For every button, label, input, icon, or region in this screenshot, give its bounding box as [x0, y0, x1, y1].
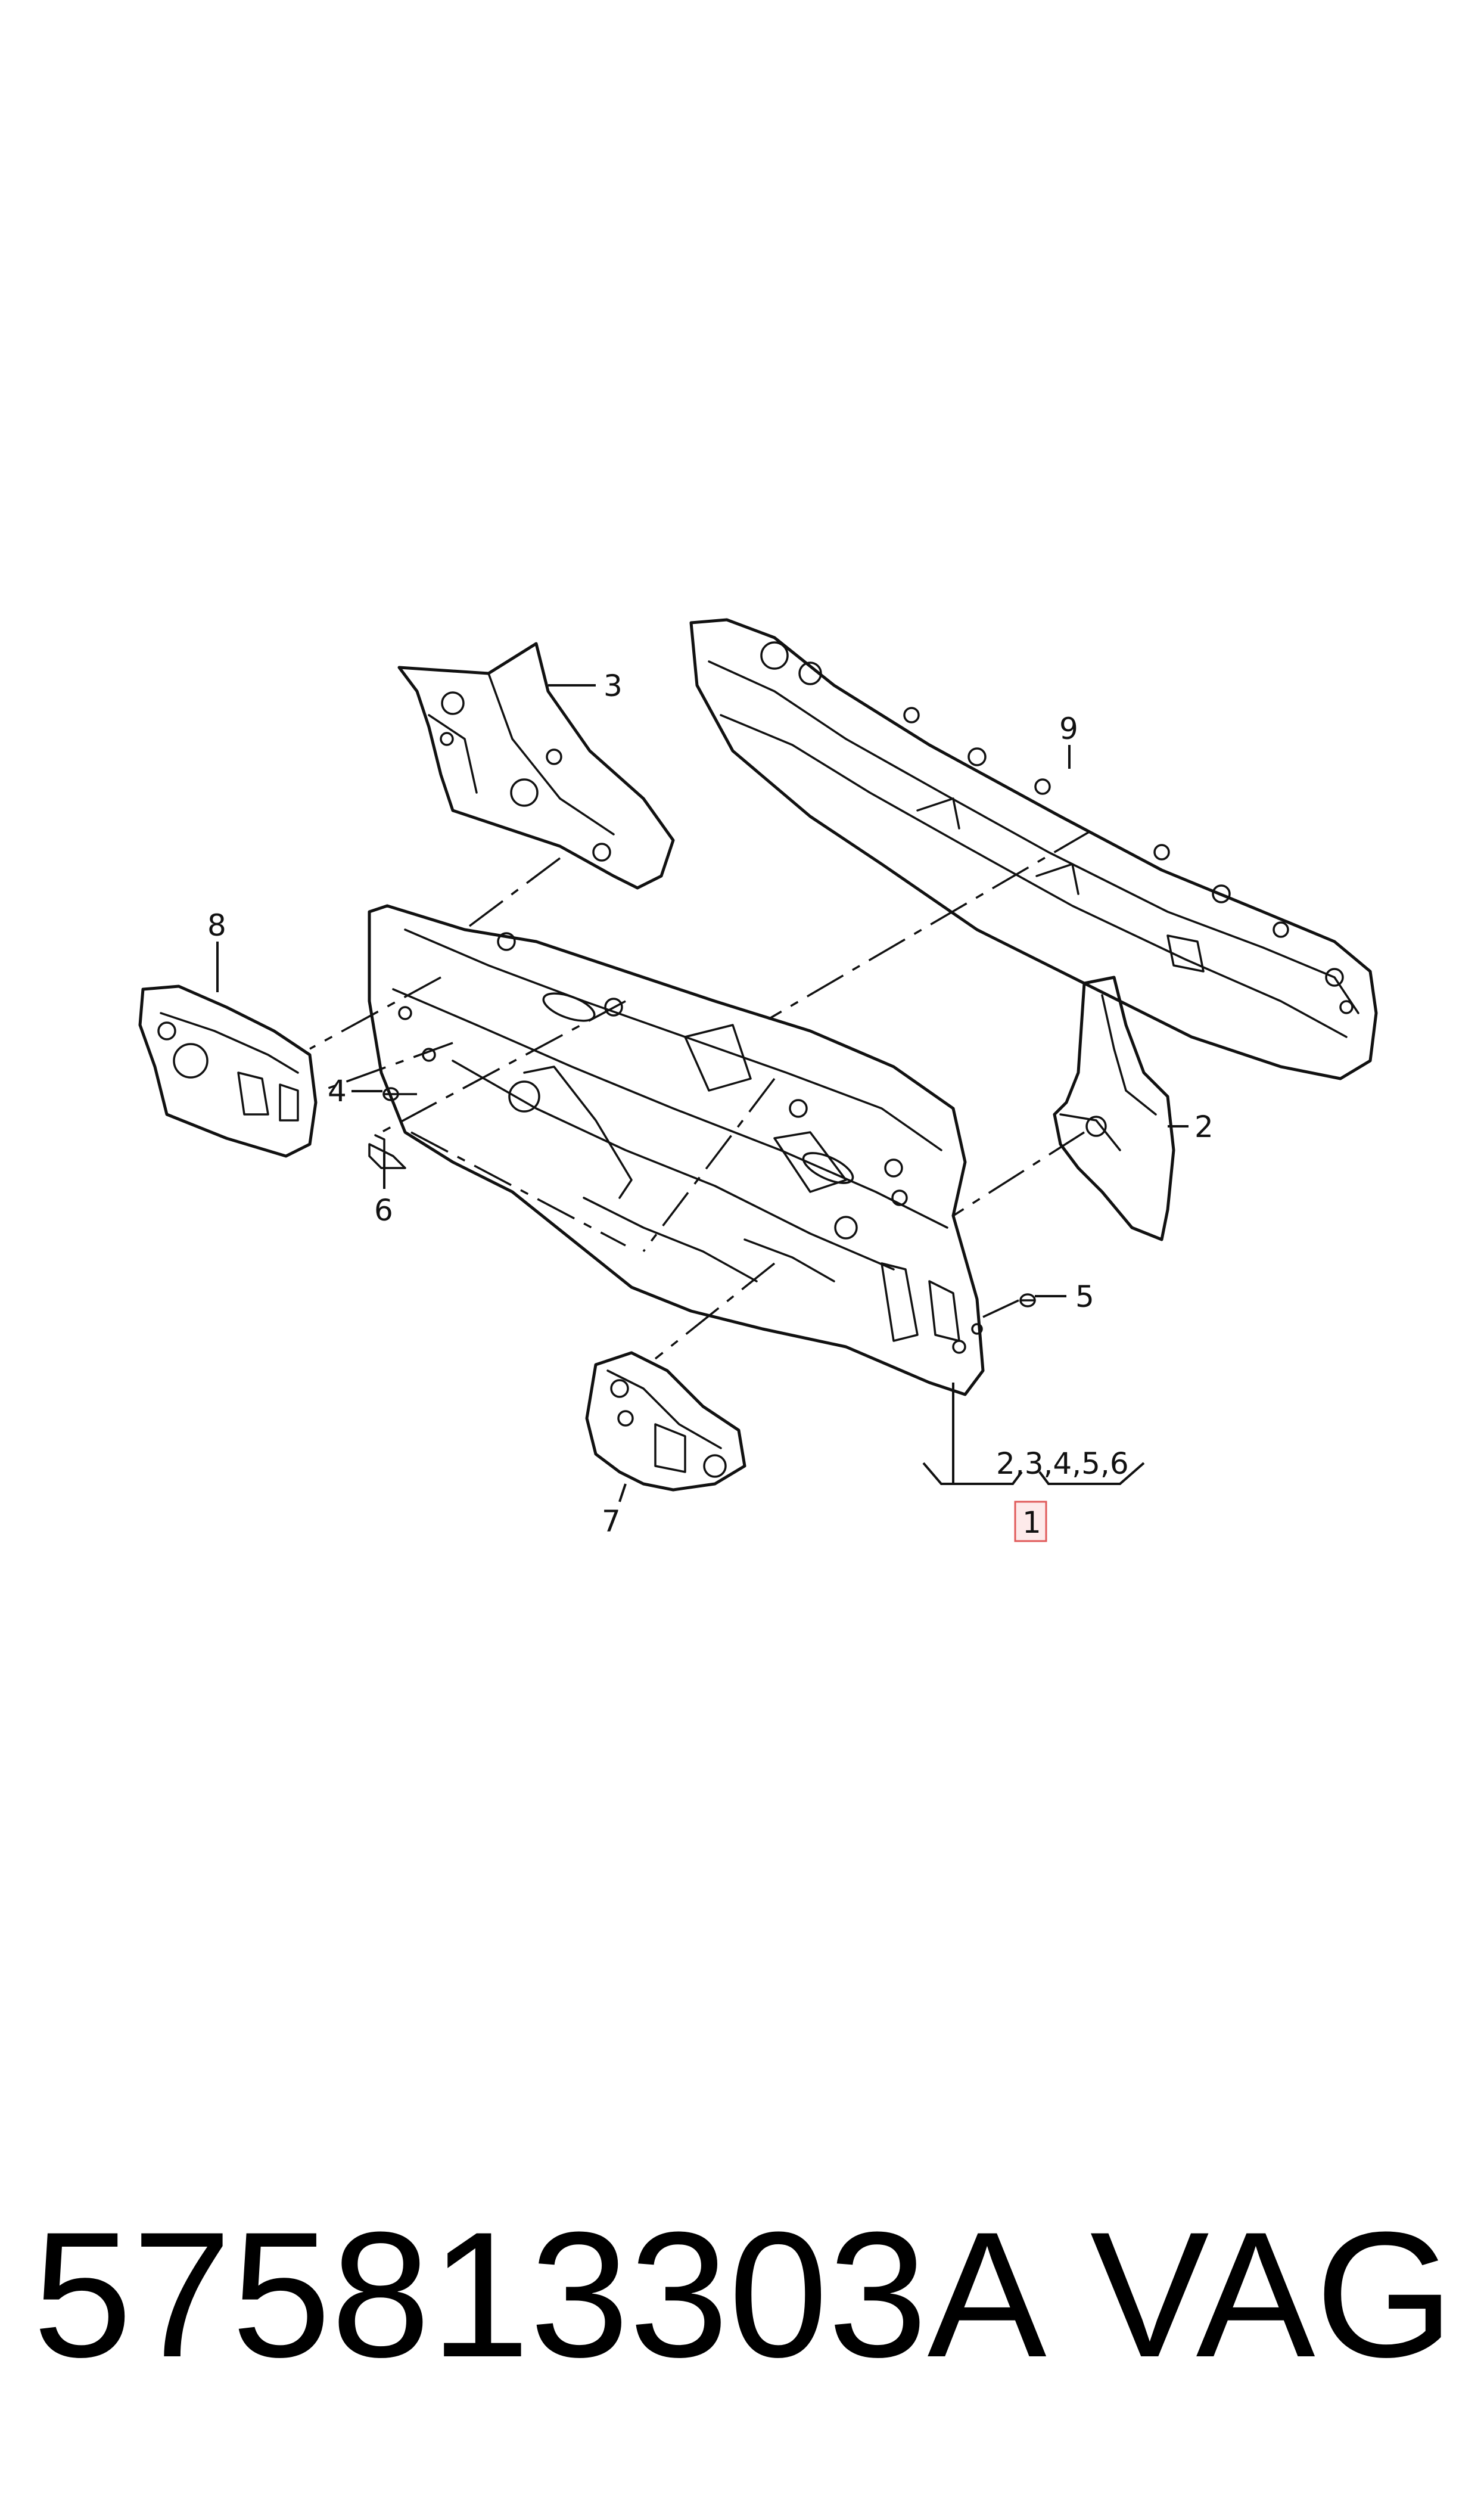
leader-lines: [216, 684, 1189, 1502]
part-8-bracket: [138, 984, 318, 1158]
assembly-lines: [309, 830, 1091, 1360]
callout-6[interactable]: 6: [374, 1193, 393, 1228]
callout-2[interactable]: 2: [1194, 1110, 1214, 1144]
callout-9[interactable]: 9: [1059, 712, 1078, 746]
part-number: 575813303A: [33, 2194, 1047, 2394]
selected-part-highlight: [1014, 1501, 1047, 1542]
callout-group: 2,3,4,5,6: [996, 1446, 1129, 1481]
part-7-bracket: [585, 1351, 746, 1492]
callout-5[interactable]: 5: [1075, 1279, 1094, 1314]
callout-7[interactable]: 7: [602, 1504, 621, 1539]
part-3-bracket: [397, 642, 675, 890]
callout-8[interactable]: 8: [207, 908, 226, 943]
brand-name: VAG: [1090, 2194, 1454, 2394]
part-5-bolt: [1019, 1293, 1036, 1307]
part-9-cross-member: [689, 618, 1378, 1080]
part-2-bracket: [1053, 976, 1175, 1241]
part-1-rear-panel: [368, 904, 985, 1396]
part-6-clip: [368, 1134, 406, 1169]
callout-4[interactable]: 4: [328, 1074, 347, 1108]
callout-1[interactable]: 1: [1022, 1505, 1041, 1540]
callout-3[interactable]: 3: [603, 669, 623, 703]
